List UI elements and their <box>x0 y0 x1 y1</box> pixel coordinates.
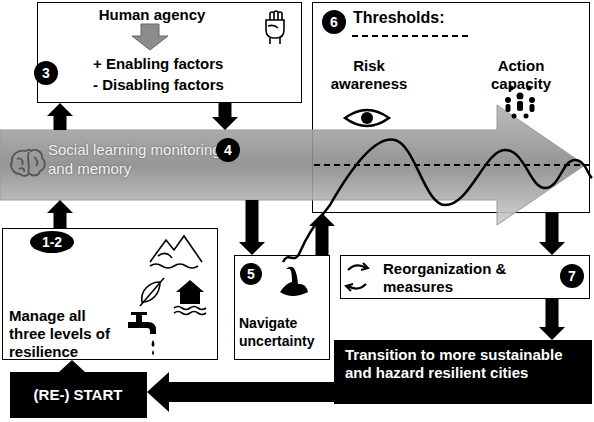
node-heading: (RE-) START <box>11 386 145 404</box>
terminal-box: (RE-) START <box>10 372 147 418</box>
flow-arrow <box>212 103 238 130</box>
flow-arrow <box>47 103 73 130</box>
node-heading: Navigate uncertainty <box>239 314 327 350</box>
callout-number: 6 <box>322 10 346 34</box>
callout-number: 7 <box>560 264 584 288</box>
flow-arrow <box>239 200 265 255</box>
flow-arrow <box>539 299 565 340</box>
node-heading: Manage all three levels of resilience <box>9 307 121 361</box>
node-heading: Transition to more sustainable and hazar… <box>345 346 585 382</box>
callout-number: 4 <box>216 138 240 162</box>
flow-arrow <box>309 213 335 255</box>
process-box: Human agency + Enabling factors - Disablin… <box>37 2 302 103</box>
process-box: Reorganization & measures <box>340 255 590 299</box>
flow-arrow <box>147 372 334 412</box>
callout-number: 5 <box>240 263 262 285</box>
node-heading: Human agency <box>38 6 266 24</box>
node-text: Action capacity <box>475 57 567 93</box>
node-heading: Reorganization & measures <box>383 260 507 296</box>
node-text: Risk awareness <box>323 57 415 93</box>
band-shape <box>0 105 585 225</box>
flow-arrow <box>539 213 565 255</box>
node-text: + Enabling factors <box>93 55 293 73</box>
node-text: - Disabling factors <box>93 76 293 94</box>
flow-arrow <box>47 200 73 228</box>
terminal-box: Transition to more sustainable and hazar… <box>334 340 592 404</box>
callout-number: 1-2 <box>30 231 74 253</box>
node-heading: Thresholds: <box>353 9 503 27</box>
arrow-band: Social learning monitoring and memory <box>0 130 585 200</box>
callout-number: 3 <box>34 61 58 85</box>
flow-arrow <box>59 360 85 372</box>
